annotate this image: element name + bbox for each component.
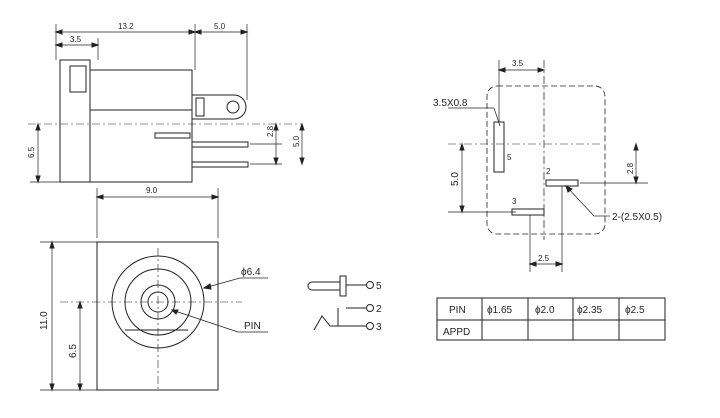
pcb-footprint <box>448 60 648 272</box>
dim-front-width: 9.0 <box>146 186 158 195</box>
table-row-label-pin: PIN <box>449 305 466 316</box>
footprint-label-slot: 3.5X0.8 <box>433 98 468 109</box>
front-view <box>40 188 268 392</box>
table-header-cell: ϕ2.5 <box>625 305 645 316</box>
dim-front-height: 11.0 <box>39 311 50 330</box>
footprint-dim-right: 2.8 <box>626 162 635 174</box>
table-header-cell: ϕ2.35 <box>577 305 603 316</box>
dim-tab-width: 5.0 <box>214 22 226 31</box>
side-view <box>28 24 305 184</box>
footprint-dim-top: 3.5 <box>512 59 524 68</box>
footprint-dim-bottom: 2.5 <box>538 254 550 263</box>
footprint-pad-3: 3 <box>512 197 517 206</box>
dim-pin-spacing: 2.8 <box>266 125 275 137</box>
schematic-pin-3: 3 <box>376 322 382 333</box>
footprint-pad-2: 2 <box>546 167 551 176</box>
dim-right-height: 5.0 <box>292 135 301 147</box>
footprint-label-pads: 2-(2.5X0.5) <box>612 212 662 223</box>
pin-table <box>436 297 666 341</box>
dim-front-depth: 3.5 <box>70 35 82 44</box>
dim-center-height: 6.5 <box>68 344 79 358</box>
schematic-pin-2: 2 <box>376 304 382 315</box>
footprint-pad-5: 5 <box>507 153 512 162</box>
schematic-pin-5: 5 <box>376 281 382 292</box>
label-diameter: ϕ6.4 <box>241 267 261 278</box>
table-header-cell: ϕ2.0 <box>535 305 555 316</box>
label-pin: PIN <box>244 321 261 332</box>
dim-total-width: 13.2 <box>118 22 134 31</box>
footprint-dim-left: 5.0 <box>450 172 461 186</box>
table-row-label-appd: APPD <box>443 327 470 338</box>
schematic-symbol <box>307 275 374 331</box>
dim-body-height: 6.5 <box>27 146 36 158</box>
table-header-cell: ϕ1.65 <box>487 305 513 316</box>
